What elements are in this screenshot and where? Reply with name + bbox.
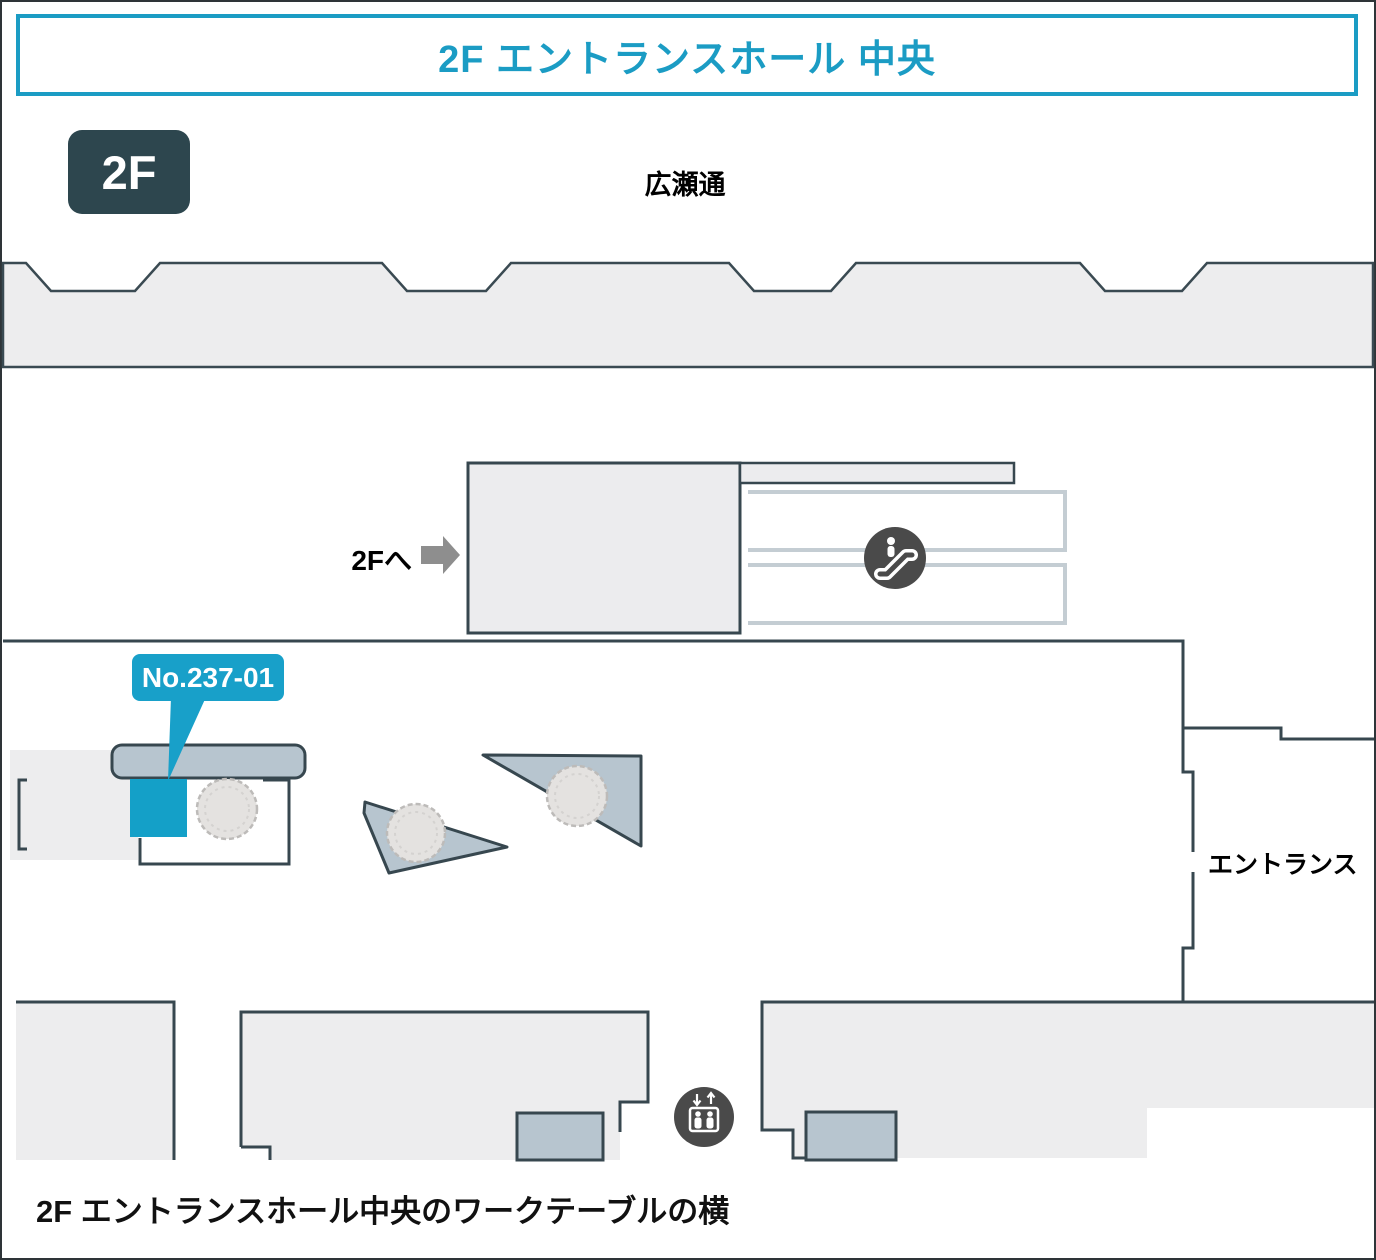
- plant: [195, 777, 259, 841]
- location-caption: 2F エントランスホール中央のワークテーブルの横: [36, 1194, 730, 1229]
- bottom-block-left: [16, 1002, 174, 1160]
- direction-arrow-icon: [421, 536, 460, 574]
- spot-number-bubble: No.237-01: [132, 654, 284, 701]
- spot-pointer-tail: [168, 697, 206, 781]
- kiosk-left: [515, 1111, 605, 1162]
- floor-badge: 2F: [68, 130, 190, 214]
- street-label: 広瀬通: [644, 170, 726, 200]
- wall-bracket: [17, 778, 27, 851]
- direction-label: 2Fへ: [351, 545, 412, 576]
- plant: [385, 802, 447, 864]
- kiosk-right: [804, 1110, 898, 1162]
- escalator-block: [466, 461, 742, 635]
- wall-divider: [3, 639, 1374, 1001]
- bottom-block-middle-wall: [239, 1010, 650, 1160]
- map-title: 2F エントランスホール 中央: [438, 38, 936, 81]
- elevator-icon: [674, 1087, 734, 1147]
- work-counter: [110, 743, 307, 780]
- target-spot-square: [130, 779, 187, 837]
- bottom-block-right-wall: [760, 1000, 1374, 1160]
- spot-number-label: No.237-01: [141, 661, 275, 693]
- counter-outline: [138, 778, 291, 866]
- escalator-icon: [864, 527, 926, 589]
- escalator-block-strip: [738, 461, 1016, 485]
- map-title-box: 2F エントランスホール 中央: [16, 14, 1358, 96]
- plant: [545, 764, 609, 828]
- bottom-block-right: [762, 1002, 1374, 1158]
- entrance-label: エントランス: [1208, 851, 1358, 879]
- bottom-block-left-wall: [16, 1000, 176, 1160]
- street-band: [1, 261, 1375, 369]
